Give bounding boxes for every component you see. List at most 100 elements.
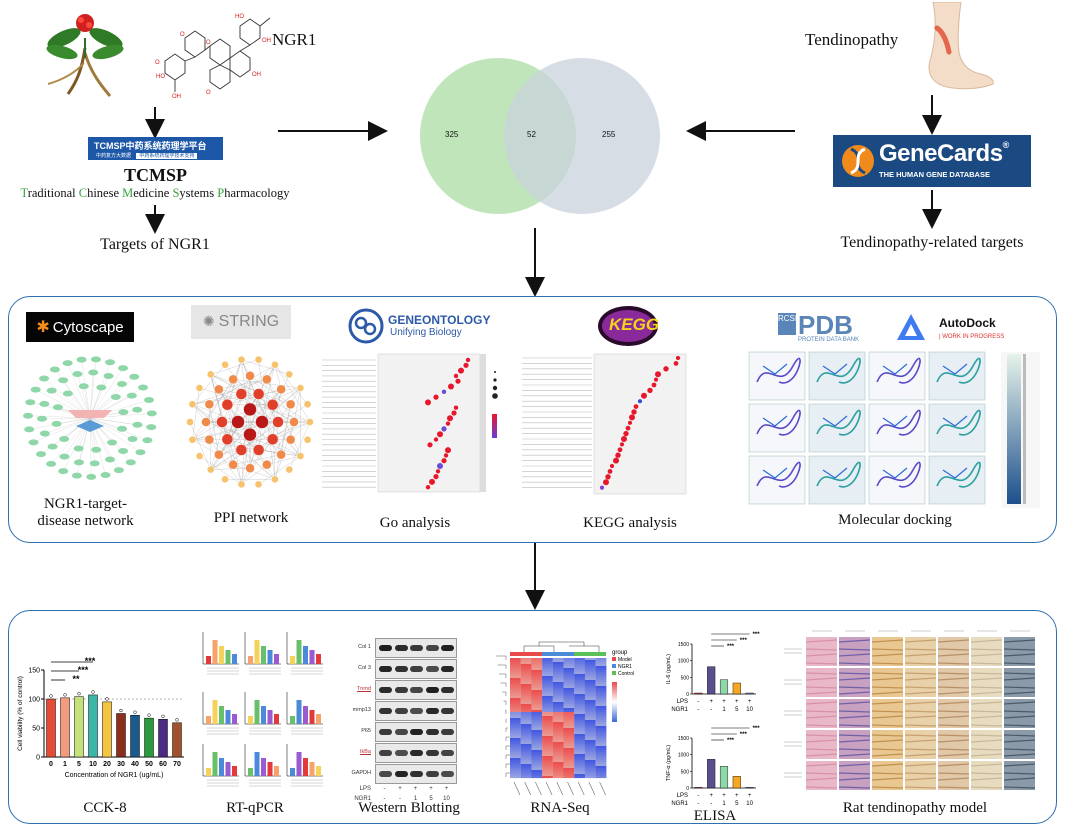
histology-fiber <box>871 662 904 665</box>
rnaseq-cell <box>584 728 596 731</box>
qpcr-bar <box>267 650 273 664</box>
network-edge <box>44 417 91 434</box>
rnaseq-cell <box>563 738 575 741</box>
cck8-y-tick-label: 100 <box>28 697 40 704</box>
rnaseq-cell <box>584 722 596 725</box>
rnaseq-legend-item: Control <box>618 671 634 677</box>
qpcr-bar <box>267 710 273 724</box>
rnaseq-cell <box>552 716 564 719</box>
cck8-bar <box>88 694 98 758</box>
rnaseq-cell <box>584 766 596 769</box>
histology-fiber <box>838 672 871 675</box>
rnaseq-cell <box>542 672 553 675</box>
rnaseq-cell <box>542 756 553 759</box>
western-lps-value: + <box>444 786 449 792</box>
go-dot <box>463 362 469 368</box>
rnaseq-cell <box>584 744 596 747</box>
go-dot <box>451 410 457 416</box>
rnaseq-cell <box>542 712 553 715</box>
rnaseq-cell <box>510 684 521 687</box>
rnaseq-cell <box>552 738 564 741</box>
cck8-x-tick-label: 70 <box>173 761 181 768</box>
rnaseq-cell <box>552 750 564 753</box>
rnaseq-cell <box>531 692 543 695</box>
rnaseq-cell <box>531 720 543 723</box>
elisa-il6-sig-label: *** <box>727 644 735 650</box>
rnaseq-legend-item: NGR1 <box>618 664 632 670</box>
tcmsp-title: TCMSP <box>124 165 187 185</box>
docking-scale-bar <box>1023 354 1026 504</box>
rnaseq-cell <box>542 660 553 663</box>
rnaseq-cell <box>552 694 564 697</box>
rnaseq-cell <box>584 768 596 771</box>
genecards-dna-icon <box>842 145 874 177</box>
rnaseq-cell <box>520 748 532 751</box>
histology-fiber <box>805 639 838 643</box>
svg-text:HO: HO <box>235 14 244 20</box>
go-dot <box>435 469 441 474</box>
ppi-node <box>235 388 248 400</box>
rnaseq-cell <box>520 714 532 717</box>
rnaseq-cell <box>595 736 607 739</box>
rnaseq-cell <box>552 662 564 665</box>
rnaseq-cell <box>542 704 553 707</box>
ppi-node <box>276 449 286 460</box>
network-node <box>58 377 69 384</box>
rnaseq-cell <box>510 704 521 707</box>
network-node <box>28 439 39 446</box>
rnaseq-cell <box>520 774 532 777</box>
rnaseq-cell <box>584 672 596 675</box>
rnaseq-cell <box>563 742 575 745</box>
rnaseq-cell <box>595 728 607 731</box>
ppi-edge <box>205 379 234 423</box>
rnaseq-cell <box>595 750 607 753</box>
rnaseq-cell <box>595 698 607 701</box>
rnaseq-cell <box>563 686 575 689</box>
elisa-il6-bar <box>719 679 729 695</box>
rnaseq-cell <box>552 744 564 747</box>
rnaseq-cell <box>574 704 585 707</box>
rnaseq-cell <box>542 684 553 687</box>
rnaseq-cell <box>520 698 532 701</box>
rnaseq-cell <box>531 664 543 667</box>
rnaseq-cell <box>552 730 564 733</box>
rnaseq-cell <box>574 724 585 727</box>
rnaseq-cell <box>584 764 596 767</box>
rnaseq-cell <box>584 740 596 743</box>
ppi-node <box>296 384 305 392</box>
rnaseq-cell <box>595 756 607 759</box>
rnaseq-cell <box>542 758 553 761</box>
ppi-node <box>231 415 245 429</box>
svg-text:O: O <box>206 90 211 96</box>
network-edge <box>89 417 123 429</box>
ppi-node <box>303 436 312 444</box>
rnaseq-cell <box>595 710 607 713</box>
go-dot <box>441 389 447 394</box>
rnaseq-cell <box>510 758 521 761</box>
rnaseq-cell <box>542 770 553 773</box>
rnaseq-cell <box>595 696 607 699</box>
rnaseq-cell <box>542 720 553 723</box>
cck8-bar <box>130 714 140 758</box>
ppi-node <box>272 416 284 428</box>
rnaseq-cell <box>595 688 607 691</box>
cck8-point <box>133 710 137 714</box>
rnaseq-cell <box>552 760 564 763</box>
western-band-lane <box>394 666 408 672</box>
rnaseq-cell <box>574 666 585 669</box>
qpcr-bar <box>212 640 218 664</box>
rnaseq-cell <box>552 764 564 767</box>
ppi-edge <box>261 387 301 423</box>
rnaseq-cell <box>584 730 596 733</box>
rnaseq-cell <box>552 748 564 751</box>
rnaseq-cell <box>531 698 543 701</box>
svg-text:HO: HO <box>156 74 165 80</box>
rnaseq-cell <box>563 724 575 727</box>
histology-fiber <box>838 724 871 727</box>
rnaseq-cell <box>574 744 585 747</box>
rnaseq-cell <box>552 766 564 769</box>
ppi-node <box>214 384 224 395</box>
elisa-il6-y-tick-label: 500 <box>681 675 690 681</box>
rnaseq-cell <box>552 722 564 725</box>
kegg-dot <box>619 442 625 447</box>
